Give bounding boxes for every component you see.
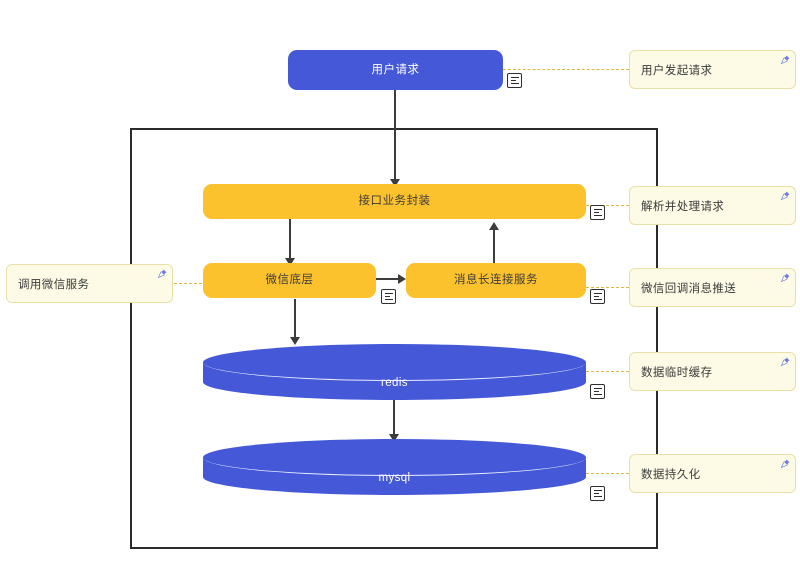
leader-line-user-request — [503, 69, 629, 70]
note-temp-cache-label: 数据临时缓存 — [641, 366, 713, 379]
comment-icon-user-request[interactable] — [507, 73, 522, 88]
node-long-connection-service[interactable]: 消息长连接服务 — [406, 263, 586, 298]
node-api-business-wrapper[interactable]: 接口业务封装 — [203, 184, 586, 219]
leader-line-wechat-callback — [586, 287, 629, 288]
node-long-connection-service-label: 消息长连接服务 — [454, 274, 538, 287]
comment-icon-wechat-base[interactable] — [381, 289, 396, 304]
arrowhead-user-to-api — [390, 179, 400, 187]
note-parse-request-label: 解析并处理请求 — [641, 200, 725, 213]
leader-line-persistence — [586, 473, 629, 474]
note-wechat-callback-label: 微信回调消息推送 — [641, 282, 737, 295]
node-mysql-label: mysql — [378, 472, 411, 484]
arrowhead-longconn-to-api — [489, 222, 499, 230]
note-persistence[interactable]: 数据持久化 — [629, 454, 796, 493]
pin-icon — [158, 269, 167, 278]
leader-line-parse-request — [586, 205, 629, 206]
arrowhead-wechat-to-longconn — [398, 274, 406, 284]
note-call-wechat-label: 调用微信服务 — [18, 278, 90, 291]
pin-icon — [781, 357, 790, 366]
leader-line-call-wechat — [174, 283, 202, 284]
note-parse-request[interactable]: 解析并处理请求 — [629, 186, 796, 225]
connector-longconn-to-api — [493, 228, 495, 268]
arrowhead-redis-to-mysql — [389, 434, 399, 442]
note-user-request-label: 用户发起请求 — [641, 64, 713, 77]
pin-icon — [781, 459, 790, 468]
node-wechat-base[interactable]: 微信底层 — [203, 263, 376, 298]
pin-icon — [781, 191, 790, 200]
mysql-cylinder-top — [203, 439, 586, 476]
connector-wechat-to-longconn — [376, 278, 400, 280]
node-api-business-wrapper-label: 接口业务封装 — [358, 195, 431, 208]
connector-api-to-wechat — [289, 219, 291, 262]
comment-icon-mysql[interactable] — [590, 486, 605, 501]
comment-icon-redis[interactable] — [590, 384, 605, 399]
redis-cylinder-top — [203, 344, 586, 381]
node-user-request[interactable]: 用户请求 — [288, 50, 503, 90]
node-wechat-base-label: 微信底层 — [265, 274, 314, 287]
arrowhead-api-to-wechat — [285, 258, 295, 266]
note-temp-cache[interactable]: 数据临时缓存 — [629, 352, 796, 391]
note-user-request[interactable]: 用户发起请求 — [629, 50, 796, 89]
node-user-request-label: 用户请求 — [371, 63, 420, 76]
comment-icon-api-business-wrapper[interactable] — [590, 205, 605, 220]
arrowhead-wechat-to-redis — [290, 337, 300, 345]
note-persistence-label: 数据持久化 — [641, 468, 701, 481]
connector-wechat-to-redis — [294, 299, 296, 341]
pin-icon — [781, 55, 790, 64]
node-redis-datastore[interactable]: redis — [203, 344, 586, 400]
node-mysql-datastore[interactable]: mysql — [203, 439, 586, 495]
connector-user-to-api — [394, 89, 396, 183]
connector-redis-to-mysql — [393, 400, 395, 438]
pin-icon — [781, 273, 790, 282]
comment-icon-long-connection-service[interactable] — [590, 289, 605, 304]
note-call-wechat[interactable]: 调用微信服务 — [6, 264, 173, 303]
node-redis-label: redis — [381, 377, 408, 389]
leader-line-temp-cache — [586, 371, 629, 372]
note-wechat-callback[interactable]: 微信回调消息推送 — [629, 268, 796, 307]
